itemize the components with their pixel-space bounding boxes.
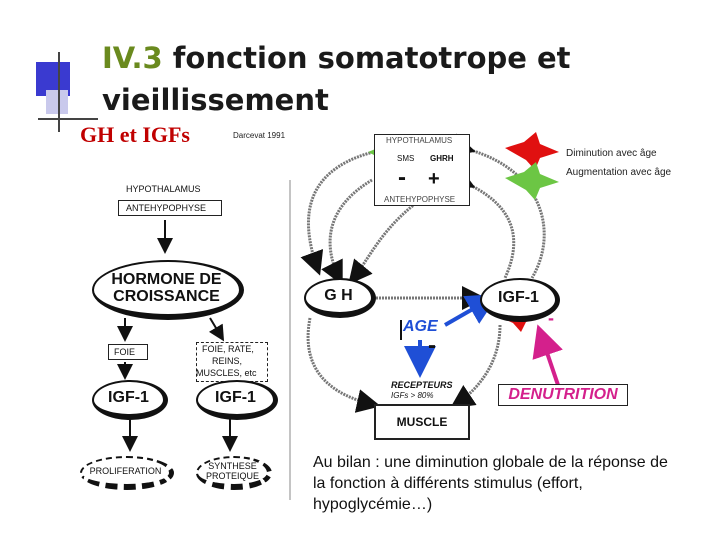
conclusion-text: Au bilan : une diminution globale de la …	[313, 454, 668, 513]
decrease-star-icon	[505, 132, 559, 170]
increase-star-icon	[505, 162, 559, 200]
age-bar	[400, 320, 402, 340]
hypothalamus-box-right	[374, 134, 470, 206]
hormone-label-line1: HORMONE DE	[111, 271, 222, 288]
age-label: AGE	[403, 318, 438, 335]
slide-title-line2: vieillissement	[102, 83, 329, 117]
hypothalamus-label-left: HYPOTHALAMUS	[126, 184, 201, 194]
denutrition-minus-sign: -	[548, 308, 554, 328]
igf-minus-sign: -	[462, 278, 470, 305]
muscle-box: MUSCLE	[374, 404, 470, 440]
foie-label: FOIE	[114, 347, 136, 357]
decor-line-horizontal	[38, 118, 98, 120]
slide-title-line1: IV.3 fonction somatotrope et	[102, 40, 571, 76]
hormone-label-line2: CROISSANCE	[113, 288, 220, 305]
hormone-croissance-oval: HORMONE DE CROISSANCE	[92, 260, 244, 320]
sms-minus-sign: -	[398, 164, 406, 191]
organs-box	[196, 342, 268, 382]
title-number: IV.3	[102, 41, 163, 75]
organs-label-line2: REINS,	[212, 356, 243, 366]
igf1-left-label: IGF-1	[108, 389, 149, 406]
igf1-right-label: IGF-1	[215, 389, 256, 406]
figure-subtitle: GH et IGFs	[80, 122, 190, 147]
figure-source: Darcevat 1991	[233, 131, 286, 140]
receptors-label-line1: RECEPTEURS	[391, 380, 453, 390]
age-minus-sign: -	[428, 332, 436, 359]
hypothalamus-label-right: HYPOTHALAMUS	[386, 136, 453, 145]
igf1-label-right: IGF-1	[498, 289, 539, 306]
legend-increase-label: Augmentation avec âge	[566, 167, 672, 178]
proliferation-label: PROLIFERATION	[89, 466, 162, 476]
ghrh-plus-sign: +	[428, 168, 440, 190]
decor-square-lavender	[46, 90, 68, 114]
gh-label: G H	[324, 287, 353, 304]
title-line1-text: fonction somatotrope et	[162, 41, 571, 75]
organs-label-line3: MUSCLES, etc	[196, 368, 257, 378]
antehypophyse-box-left	[118, 200, 222, 216]
denutrition-label: DENUTRITION	[508, 386, 618, 403]
igf1-right-oval: IGF-1	[196, 380, 278, 420]
ghrh-label: GHRH	[430, 154, 454, 163]
legend-decrease-label: Diminution avec âge	[566, 148, 657, 159]
synthese-label-line2: PROTEIQUE	[205, 471, 259, 481]
antehypophyse-label-left: ANTEHYPOPHYSE	[126, 203, 207, 213]
gh-oval: G H	[304, 278, 376, 318]
muscle-label: MUSCLE	[396, 415, 448, 429]
receptors-label-line2: IGFs > 80%	[391, 391, 434, 400]
denutrition-box: DENUTRITION	[498, 384, 628, 406]
synthese-label-line1: SYNTHESE	[208, 461, 257, 471]
igf1-left-oval: IGF-1	[92, 380, 168, 420]
igf1-oval-right: IGF-1	[480, 278, 560, 322]
antehypophyse-label-right: ANTEHYPOPHYSE	[384, 195, 456, 204]
foie-box	[108, 344, 148, 360]
organs-label-line1: FOIE, RATE,	[202, 344, 254, 354]
decor-line-vertical	[58, 52, 60, 132]
synthese-oval: SYNTHESE PROTEIQUE	[196, 456, 272, 490]
proliferation-oval: PROLIFERATION	[80, 456, 174, 490]
sms-label: SMS	[397, 154, 415, 163]
